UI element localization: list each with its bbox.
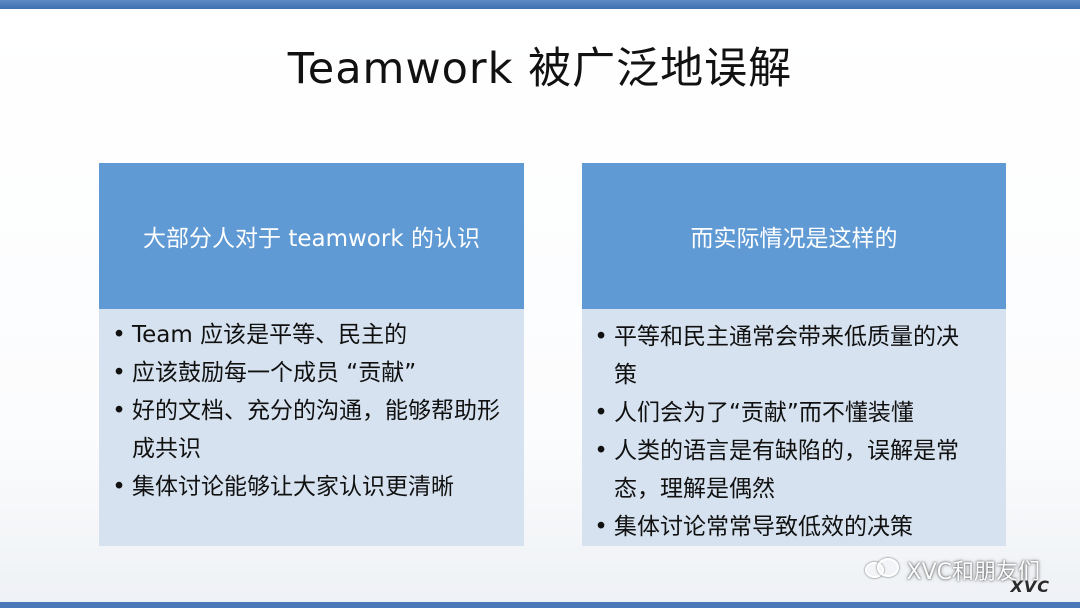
left-list-item-text: 应该鼓励每一个成员 “贡献” [132, 360, 417, 386]
right-list-item-text: 集体讨论常常导致低效的决策 [614, 514, 913, 540]
right-panel-body [582, 309, 1006, 546]
bullet-dot-icon: • [112, 360, 126, 386]
right-list-item-text: 平等和民主通常会带来低质量的决策 [614, 324, 959, 388]
right-list-item: • 人们会为了“贡献”而不懂装懂 [594, 394, 980, 432]
bullet-dot-icon: • [594, 400, 608, 426]
left-panel-header: 大部分人对于 teamwork 的认识 [99, 163, 524, 309]
bullet-dot-icon: • [112, 322, 126, 348]
right-list-item: • 集体讨论常常导致低效的决策 [594, 508, 980, 546]
right-list-item: • 平等和民主通常会带来低质量的决策 [594, 318, 980, 394]
watermark-text: XVC和朋友们 [906, 560, 1040, 585]
left-list-item: • 好的文档、充分的沟通，能够帮助形成共识 [112, 392, 507, 468]
left-list-item: • Team 应该是平等、民主的 [112, 316, 507, 354]
bullet-dot-icon: • [594, 514, 608, 540]
left-bullet-list: • Team 应该是平等、民主的 • 应该鼓励每一个成员 “贡献” • 好的文档… [112, 316, 507, 506]
left-list-item-text: Team 应该是平等、民主的 [132, 322, 408, 348]
wechat-watermark: XVC和朋友们 [864, 554, 1040, 586]
right-list-item-text: 人们会为了“贡献”而不懂装懂 [614, 400, 914, 426]
left-list-item: • 应该鼓励每一个成员 “贡献” [112, 354, 507, 392]
right-panel-header: 而实际情况是这样的 [582, 163, 1006, 309]
wechat-icon [864, 558, 899, 582]
bullet-dot-icon: • [594, 324, 608, 350]
left-list-item-text: 集体讨论能够让大家认识更清晰 [132, 474, 454, 500]
right-bullet-list: • 平等和民主通常会带来低质量的决策 • 人们会为了“贡献”而不懂装懂 • 人类… [594, 318, 980, 546]
left-list-item: • 集体讨论能够让大家认识更清晰 [112, 468, 507, 506]
right-list-item: • 人类的语言是有缺陷的，误解是常态，理解是偶然 [594, 432, 980, 508]
slide-title: Teamwork 被广泛地误解 [287, 44, 793, 94]
left-panel-body [99, 309, 524, 546]
bullet-dot-icon: • [594, 438, 608, 464]
xvc-logo: XVC [1010, 577, 1050, 596]
right-list-item-text: 人类的语言是有缺陷的，误解是常态，理解是偶然 [614, 438, 959, 502]
top-accent-bar [0, 0, 1080, 9]
bullet-dot-icon: • [112, 474, 126, 500]
left-list-item-text: 好的文档、充分的沟通，能够帮助形成共识 [132, 398, 500, 462]
bottom-accent-bar [0, 602, 1080, 608]
bullet-dot-icon: • [112, 398, 126, 424]
